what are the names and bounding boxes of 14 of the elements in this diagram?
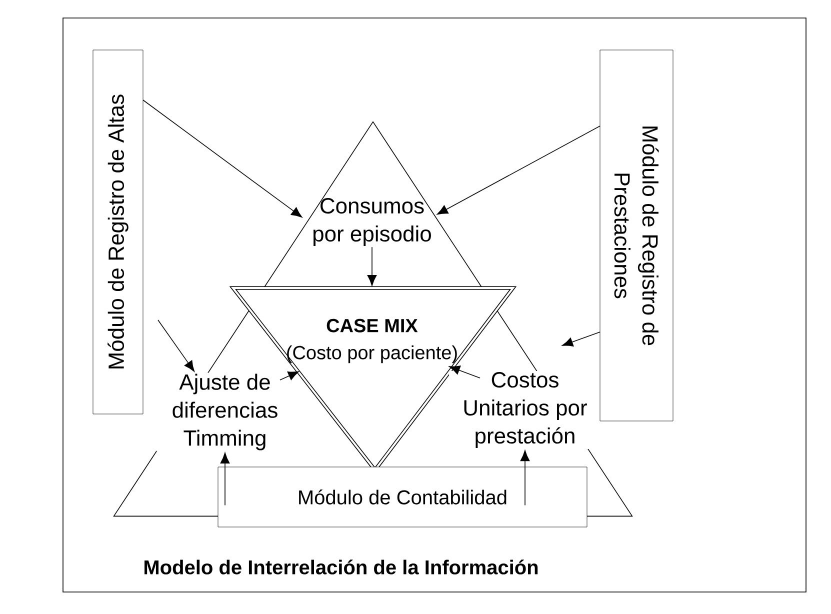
caption-text: Modelo de Interrelación de la Información <box>144 560 538 574</box>
arrow <box>158 320 195 372</box>
arrow <box>367 246 377 286</box>
arrow <box>436 126 600 215</box>
arrow <box>562 332 600 346</box>
arrow <box>449 366 480 378</box>
module-box: Módulo de Contabilidad <box>218 466 588 528</box>
module-box: Módulo de Registro de Prestaciones <box>600 50 674 422</box>
module-box: Módulo de Registro de Altas <box>92 50 144 414</box>
arrow <box>142 100 302 218</box>
arrow <box>220 452 230 506</box>
arrow <box>280 371 300 380</box>
arrow <box>520 450 530 506</box>
text-label: Consumos por episodio <box>313 198 431 246</box>
